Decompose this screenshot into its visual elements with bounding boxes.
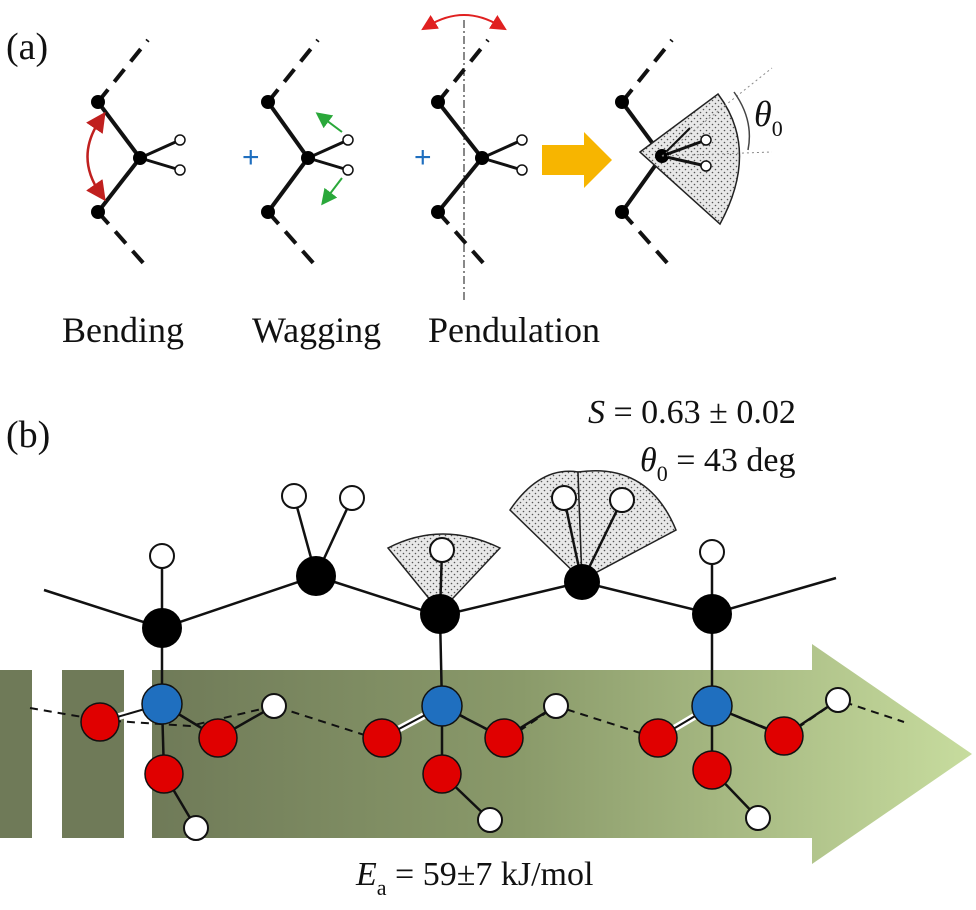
hydrogen-atom xyxy=(477,807,503,833)
bending-label: Bending xyxy=(62,310,184,350)
oxygen-atom xyxy=(692,750,732,790)
cone-angle-symbol: θ0 xyxy=(754,94,783,141)
hydrogen-bond-network xyxy=(29,698,905,742)
phosphorus-atom xyxy=(141,683,183,725)
hydrogen-atom xyxy=(825,687,851,713)
activation-energy-equation: Ea = 59±7 kJ/mol xyxy=(356,856,594,900)
phosphorus-atom xyxy=(421,685,463,727)
oxygen-atom xyxy=(198,718,238,758)
carbon-atom xyxy=(420,594,460,634)
cone-b-2b xyxy=(577,470,677,582)
wagging-arrow-up xyxy=(315,112,343,133)
plus-sign-1: + xyxy=(242,141,260,174)
cone-molecule xyxy=(615,38,773,267)
cone-angle-equation: θ0 = 43 deg xyxy=(640,442,796,486)
hydrogen-atom xyxy=(183,815,209,841)
carbon-atom xyxy=(564,564,600,600)
hydrogen-atom xyxy=(551,485,577,511)
oxygen-atom xyxy=(764,716,804,756)
cone-b-1 xyxy=(386,533,502,614)
hydrogen-atom xyxy=(281,483,307,509)
oxygen-atom xyxy=(638,718,678,758)
wagging-arrow-down xyxy=(321,177,343,206)
oxygen-atom xyxy=(484,718,524,758)
hydrogen-atom xyxy=(609,487,635,513)
transport-arrow xyxy=(152,644,972,864)
band-segment-2 xyxy=(62,670,124,838)
order-parameter-equation: S = 0.63 ± 0.02 xyxy=(588,394,796,431)
bending-molecule xyxy=(86,38,186,267)
motion-cone xyxy=(638,92,741,226)
hydrogen-atom xyxy=(429,537,455,563)
panel-a-label: (a) xyxy=(6,26,49,68)
hydrogen-atom xyxy=(699,539,725,565)
transition-arrow xyxy=(542,132,612,188)
hydrogen-atom xyxy=(339,485,365,511)
oxygen-atom xyxy=(422,754,462,794)
pendulation-label: Pendulation xyxy=(428,310,600,350)
band-segment-1 xyxy=(0,670,32,838)
pendulation-arrow xyxy=(421,14,507,31)
oxygen-atom xyxy=(144,754,184,794)
hydrogen-atom xyxy=(149,543,175,569)
oxygen-atom xyxy=(80,702,120,742)
phosphorus-atom xyxy=(691,685,733,727)
pendulation-molecule xyxy=(421,14,528,300)
bending-arrow xyxy=(86,111,106,202)
wagging-molecule xyxy=(261,38,354,267)
plus-sign-2: + xyxy=(414,141,432,174)
hydrogen-atom xyxy=(745,805,771,831)
hydrogen-atom xyxy=(261,693,287,719)
carbon-atom xyxy=(142,608,182,648)
oxygen-atom xyxy=(362,718,402,758)
carbon-atom xyxy=(296,556,336,596)
carbon-atom xyxy=(692,594,732,634)
panel-b-label: (b) xyxy=(6,414,51,456)
wagging-label: Wagging xyxy=(252,310,382,350)
hydrogen-atom xyxy=(543,693,569,719)
cone-angle-arc xyxy=(733,91,751,151)
